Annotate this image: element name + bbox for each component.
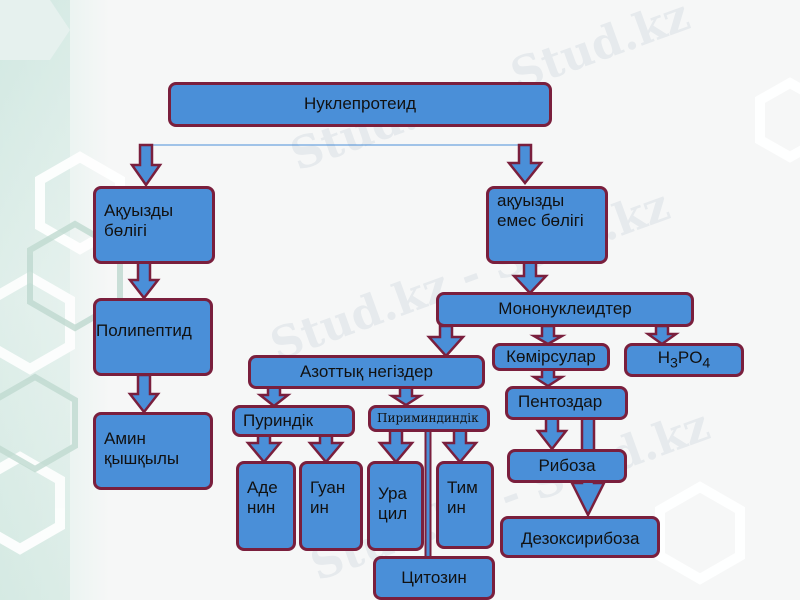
down-arrow (127, 260, 161, 301)
hexagon-icon (655, 481, 745, 585)
node-guanine: Гуан ин (299, 461, 363, 551)
node-cytosine: Цитозин (373, 556, 495, 600)
node-nonprotein-part: ақуызды емес бөлігі (486, 186, 608, 264)
node-label: Полипептид (96, 321, 192, 340)
node-label: Рибоза (538, 455, 596, 475)
node-polypeptide: Полипептид (93, 298, 213, 376)
hexagon-icon (0, 373, 78, 473)
node-deoxyribose: Дезоксирибоза (500, 516, 660, 558)
node-pentoses: Пентоздар (505, 386, 628, 420)
down-arrow (511, 260, 549, 295)
node-adenine: Аде нин (236, 461, 296, 551)
down-arrow (256, 385, 292, 408)
down-arrow (529, 324, 567, 346)
down-arrow (426, 324, 466, 358)
down-arrow (245, 433, 283, 464)
node-label: Азоттық негіздер (299, 361, 434, 381)
node-label: H3PO4 (657, 347, 711, 372)
node-thymine: Тим ин (436, 461, 494, 549)
node-mononucleotides: Мононуклеидтер (436, 292, 694, 327)
node-carbohydrates: Көмірсулар (492, 343, 610, 371)
node-label: Ақуызды бөлігі (104, 201, 174, 241)
node-label: Тим ин (447, 478, 478, 518)
node-ribose: Рибоза (507, 449, 627, 483)
node-label: Гуан ин (310, 478, 346, 518)
node-label: Көмірсулар (506, 346, 596, 366)
down-arrow (441, 428, 479, 464)
node-label: Мононуклеидтер (498, 299, 632, 319)
node-purine: Пуриндік (232, 405, 355, 437)
node-label: Пентоздар (518, 392, 603, 411)
node-label: ақуызды емес бөлігі (497, 191, 584, 231)
node-label: Пириминдиндік (377, 411, 479, 425)
node-uracil: Ура цил (367, 461, 424, 551)
down-arrow (506, 143, 544, 186)
node-phosphoric-acid: H3PO4 (624, 343, 744, 377)
down-arrow (129, 143, 163, 188)
down-arrow (529, 367, 567, 388)
node-label: Дезоксирибоза (521, 529, 640, 548)
node-protein-part: Ақуызды бөлігі (93, 186, 215, 264)
node-label: Ура цил (378, 484, 408, 524)
node-amino-acids: Амин қышқылы (93, 412, 213, 490)
hexagon-icon (755, 77, 800, 163)
node-label: Амин қышқылы (104, 429, 180, 469)
node-label: Пуриндік (243, 411, 314, 430)
hexagon-icon (0, 0, 70, 60)
down-arrow (644, 324, 680, 346)
node-label: Цитозин (401, 567, 467, 587)
node-label: Нуклепротеид (304, 94, 416, 114)
node-nitrogen-bases: Азоттық негіздер (248, 355, 485, 389)
node-nucleoprotein: Нуклепротеид (168, 82, 552, 127)
down-arrow (535, 416, 569, 452)
down-arrow (387, 385, 425, 407)
node-pyrimidine: Пириминдиндік (368, 405, 490, 432)
down-arrow (307, 433, 345, 464)
down-arrow (377, 428, 415, 464)
node-label: Аде нин (247, 478, 278, 518)
down-arrow (127, 373, 161, 415)
